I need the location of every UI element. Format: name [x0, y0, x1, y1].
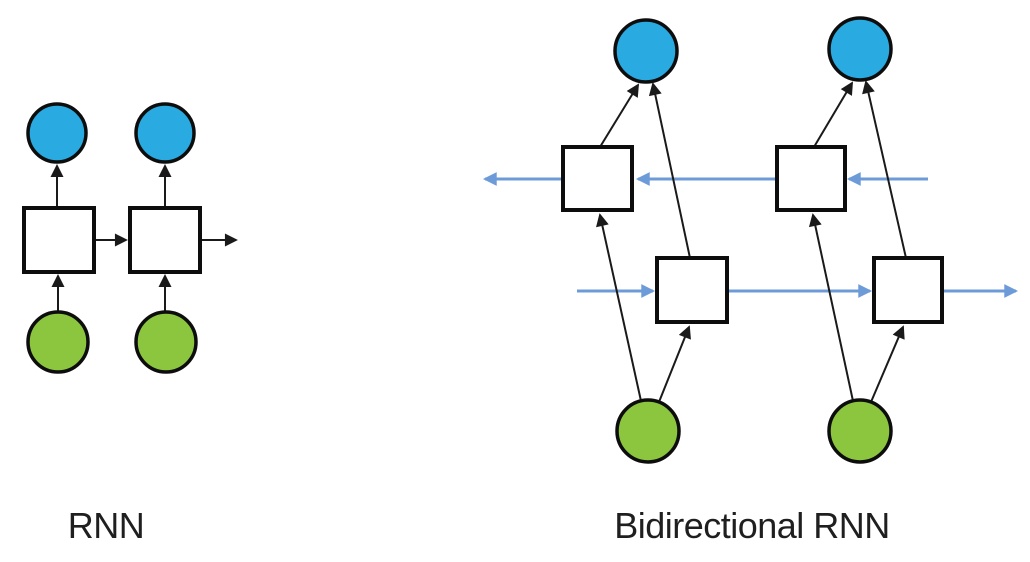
bidirectional-rnn-output-node-output-1 — [613, 18, 679, 84]
bidirectional-rnn-edge-input-1-to-forward-1-arrow — [658, 325, 691, 403]
bidirectional-rnn-edge-forward-1-to-output-1-arrow — [648, 82, 691, 259]
bidirectional-rnn-output-node-output-2 — [827, 16, 893, 82]
bidirectional-rnn-edge-input-2-to-forward-2-arrow — [870, 325, 905, 403]
bidirectional-rnn-edge-input-1-to-backward-1-arrow — [596, 213, 642, 402]
rnn-input-node-input-2 — [134, 310, 198, 374]
bidirectional-rnn-edge-backward-2-to-output-2-arrow — [813, 81, 853, 148]
bidirectional-rnn-input-node-input-1 — [615, 398, 681, 464]
rnn-hidden-node-hidden-2 — [128, 206, 202, 274]
bidirectional-rnn-hidden-node-backward-2 — [775, 145, 847, 212]
bidirectional-rnn-edge-input-2-to-backward-2-arrow — [808, 213, 854, 402]
diagram-rnn — [22, 102, 238, 374]
bidirectional-rnn-hidden-node-forward-1 — [655, 256, 729, 324]
rnn-input-node-input-1 — [26, 310, 90, 374]
rnn-output-node-output-1 — [26, 102, 88, 164]
rnn-label: RNN — [67, 505, 145, 546]
bidirectional-rnn-hidden-node-forward-2 — [872, 256, 944, 324]
bidirectional-rnn-edge-forward-2-to-output-2-arrow — [862, 80, 907, 259]
bidirectional-rnn-hidden-node-backward-1 — [561, 145, 634, 212]
rnn-output-node-output-2 — [134, 102, 196, 164]
diagram-bidirectional-rnn — [482, 16, 1019, 464]
bidirectional-rnn-edge-backward-1-to-output-1-arrow — [599, 83, 640, 148]
bidirectional-rnn-input-node-input-2 — [827, 398, 893, 464]
bidirectional-rnn-label: Bidirectional RNN — [614, 505, 890, 546]
rnn-hidden-node-hidden-1 — [22, 206, 96, 274]
